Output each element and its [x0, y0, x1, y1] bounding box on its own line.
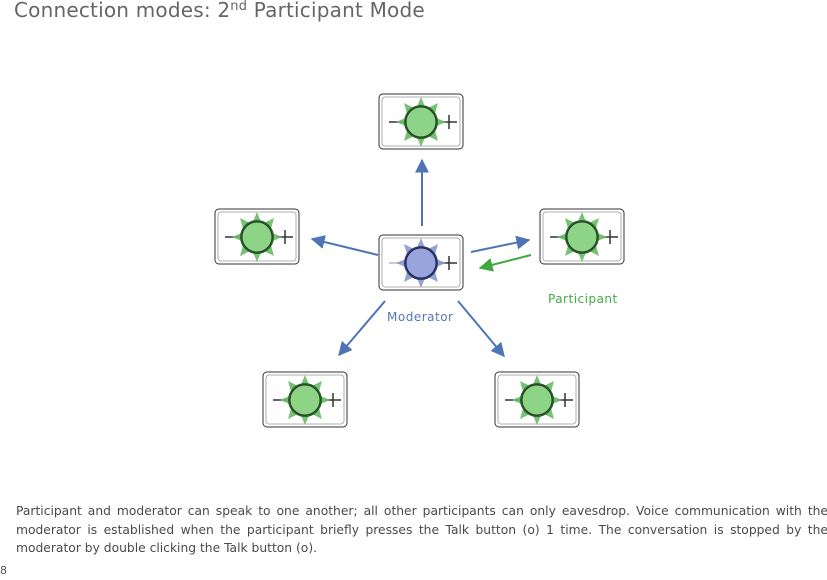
device-moderator — [378, 234, 464, 291]
arrow-to-right-device — [470, 235, 531, 253]
device-bottom-left — [262, 371, 348, 428]
arrow-to-bottom-right-device — [457, 300, 505, 358]
participant-label: Participant — [548, 292, 618, 306]
title-superscript: nd — [230, 0, 248, 14]
device-top — [378, 93, 464, 150]
talk-button-top — [396, 97, 446, 147]
talk-button-bottom-right — [512, 375, 562, 425]
participant-arrow — [478, 254, 532, 272]
device-participant — [539, 208, 625, 265]
talk-button-moderator — [396, 238, 446, 288]
arrow-to-bottom-left-device — [338, 300, 386, 357]
page-title: Connection modes: 2nd Participant Mode — [14, 0, 425, 22]
device-bottom-right — [494, 371, 580, 428]
title-suffix: Participant Mode — [247, 0, 425, 22]
moderator-label: Moderator — [387, 310, 453, 324]
talk-button-left — [232, 212, 282, 262]
talk-button-bottom-left — [280, 375, 330, 425]
talk-button-participant — [557, 212, 607, 262]
page-number: 8 — [0, 564, 7, 577]
device-left — [214, 208, 300, 265]
title-prefix: Connection modes: 2 — [14, 0, 231, 22]
description-text: Participant and moderator can speak to o… — [16, 504, 827, 555]
arrow-to-left-device — [310, 235, 379, 256]
